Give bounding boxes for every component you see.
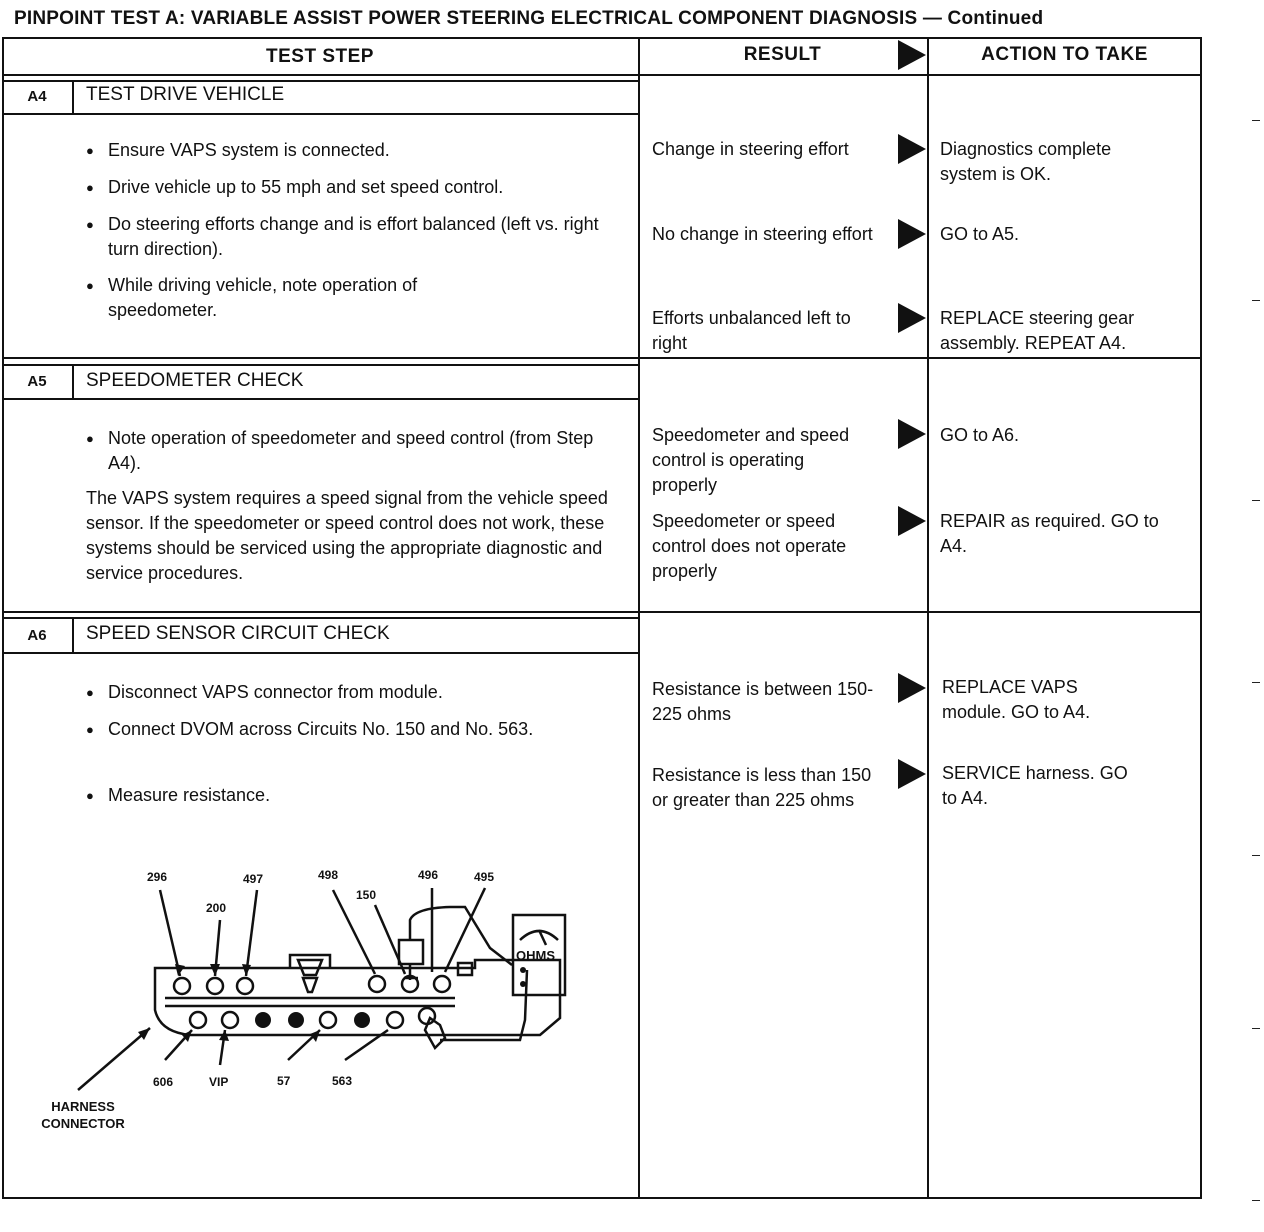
step-id-a5: A5 <box>27 373 47 390</box>
a4-bullet-3: Do steering efforts change and is effort… <box>86 212 608 262</box>
a4-arrow-2-icon <box>898 219 926 249</box>
step-id-a4: A4 <box>27 88 47 105</box>
a4-title-top <box>2 80 640 82</box>
a4-id-divider <box>72 80 74 115</box>
a6-arrow-1-icon <box>898 673 926 703</box>
a5-action-2: REPAIR as required. GO to A4. <box>940 511 1159 556</box>
margin-mark <box>1252 120 1260 121</box>
column-divider-action <box>927 37 929 1199</box>
a6-action-1: REPLACE VAPS module. GO to A4. <box>942 677 1091 722</box>
step-title-a4: TEST DRIVE VEHICLE <box>86 84 285 105</box>
a6-title-top <box>2 617 640 619</box>
pin-label-296: 296 <box>147 870 168 884</box>
a6-result-1: Resistance is between 150-225 ohms <box>652 679 874 724</box>
header-result: RESULT <box>743 44 822 65</box>
a5-id-divider <box>72 364 74 400</box>
a6-result-2: Resistance is less than 150 or greater t… <box>652 765 872 810</box>
a4-bullet-2: Drive vehicle up to 55 mph and set speed… <box>86 175 618 200</box>
pin-label-563: 563 <box>332 1074 353 1088</box>
step-title-a6: SPEED SENSOR CIRCUIT CHECK <box>86 623 390 644</box>
a5-title-top <box>2 364 640 366</box>
page-title: PINPOINT TEST A: VARIABLE ASSIST POWER S… <box>14 8 1044 29</box>
pin-label-495: 495 <box>474 870 495 884</box>
step-id-a6: A6 <box>27 627 47 644</box>
header-action: ACTION TO TAKE <box>981 44 1148 65</box>
a4-title-bottom <box>2 113 640 115</box>
a6-arrow-2-icon <box>898 759 926 789</box>
margin-mark <box>1252 855 1260 856</box>
header-arrow-icon <box>898 40 926 70</box>
margin-mark <box>1252 1200 1260 1201</box>
header-test-step: TEST STEP <box>266 46 374 67</box>
a5-action-1: GO to A6. <box>940 425 1020 445</box>
a4-bullet-1: Ensure VAPS system is connected. <box>86 138 618 163</box>
a5-a6-divider <box>2 611 1202 613</box>
header-divider <box>2 74 1202 76</box>
meter-label: OHMS <box>516 948 555 963</box>
margin-mark <box>1252 682 1260 683</box>
a4-bullet-4: While driving vehicle, note operation of… <box>86 273 528 323</box>
pin-label-606: 606 <box>153 1075 174 1089</box>
a5-arrow-1-icon <box>898 419 926 449</box>
a4-arrow-3-icon <box>898 303 926 333</box>
a4-action-3: REPLACE steering gear assembly. REPEAT A… <box>940 308 1135 353</box>
a5-arrow-2-icon <box>898 506 926 536</box>
a5-result-2: Speedometer or speed control does not op… <box>652 511 847 581</box>
pin-label-497: 497 <box>243 872 264 886</box>
a6-action-2: SERVICE harness. GO to A4. <box>942 763 1128 808</box>
pin-label-57: 57 <box>277 1074 291 1088</box>
a4-action-1: Diagnostics complete system is OK. <box>940 139 1112 184</box>
a5-bullet-1: Note operation of speedometer and speed … <box>86 426 608 476</box>
pin-label-200: 200 <box>206 901 227 915</box>
pin-label-150: 150 <box>356 888 377 902</box>
a4-result-1: Change in steering effort <box>652 139 849 159</box>
a6-bullet-1: Disconnect VAPS connector from module. <box>86 680 618 705</box>
connector-diagram <box>77 887 567 1091</box>
pin-label-496: 496 <box>418 868 439 882</box>
margin-mark <box>1252 300 1260 301</box>
a4-a5-divider <box>2 357 1202 359</box>
a6-id-divider <box>72 617 74 654</box>
a5-title-bottom <box>2 398 640 400</box>
a6-bullet-3: Measure resistance. <box>86 783 508 808</box>
step-title-a5: SPEEDOMETER CHECK <box>86 370 304 391</box>
a4-result-2: No change in steering effort <box>652 224 873 244</box>
pin-label-498: 498 <box>318 868 339 882</box>
a4-arrow-1-icon <box>898 134 926 164</box>
margin-mark <box>1252 1028 1260 1029</box>
margin-mark <box>1252 500 1260 501</box>
a4-result-3: Efforts unbalanced left to right <box>652 308 851 353</box>
pin-label-vip: VIP <box>209 1075 229 1089</box>
a5-result-1: Speedometer and speed control is operati… <box>652 425 850 495</box>
a5-paragraph: The VAPS system requires a speed signal … <box>86 488 608 583</box>
harness-connector-label: HARNESS CONNECTOR <box>41 1099 125 1131</box>
a6-bullet-2: Connect DVOM across Circuits No. 150 and… <box>86 717 578 742</box>
a6-title-bottom <box>2 652 640 654</box>
a4-action-2: GO to A5. <box>940 224 1020 244</box>
